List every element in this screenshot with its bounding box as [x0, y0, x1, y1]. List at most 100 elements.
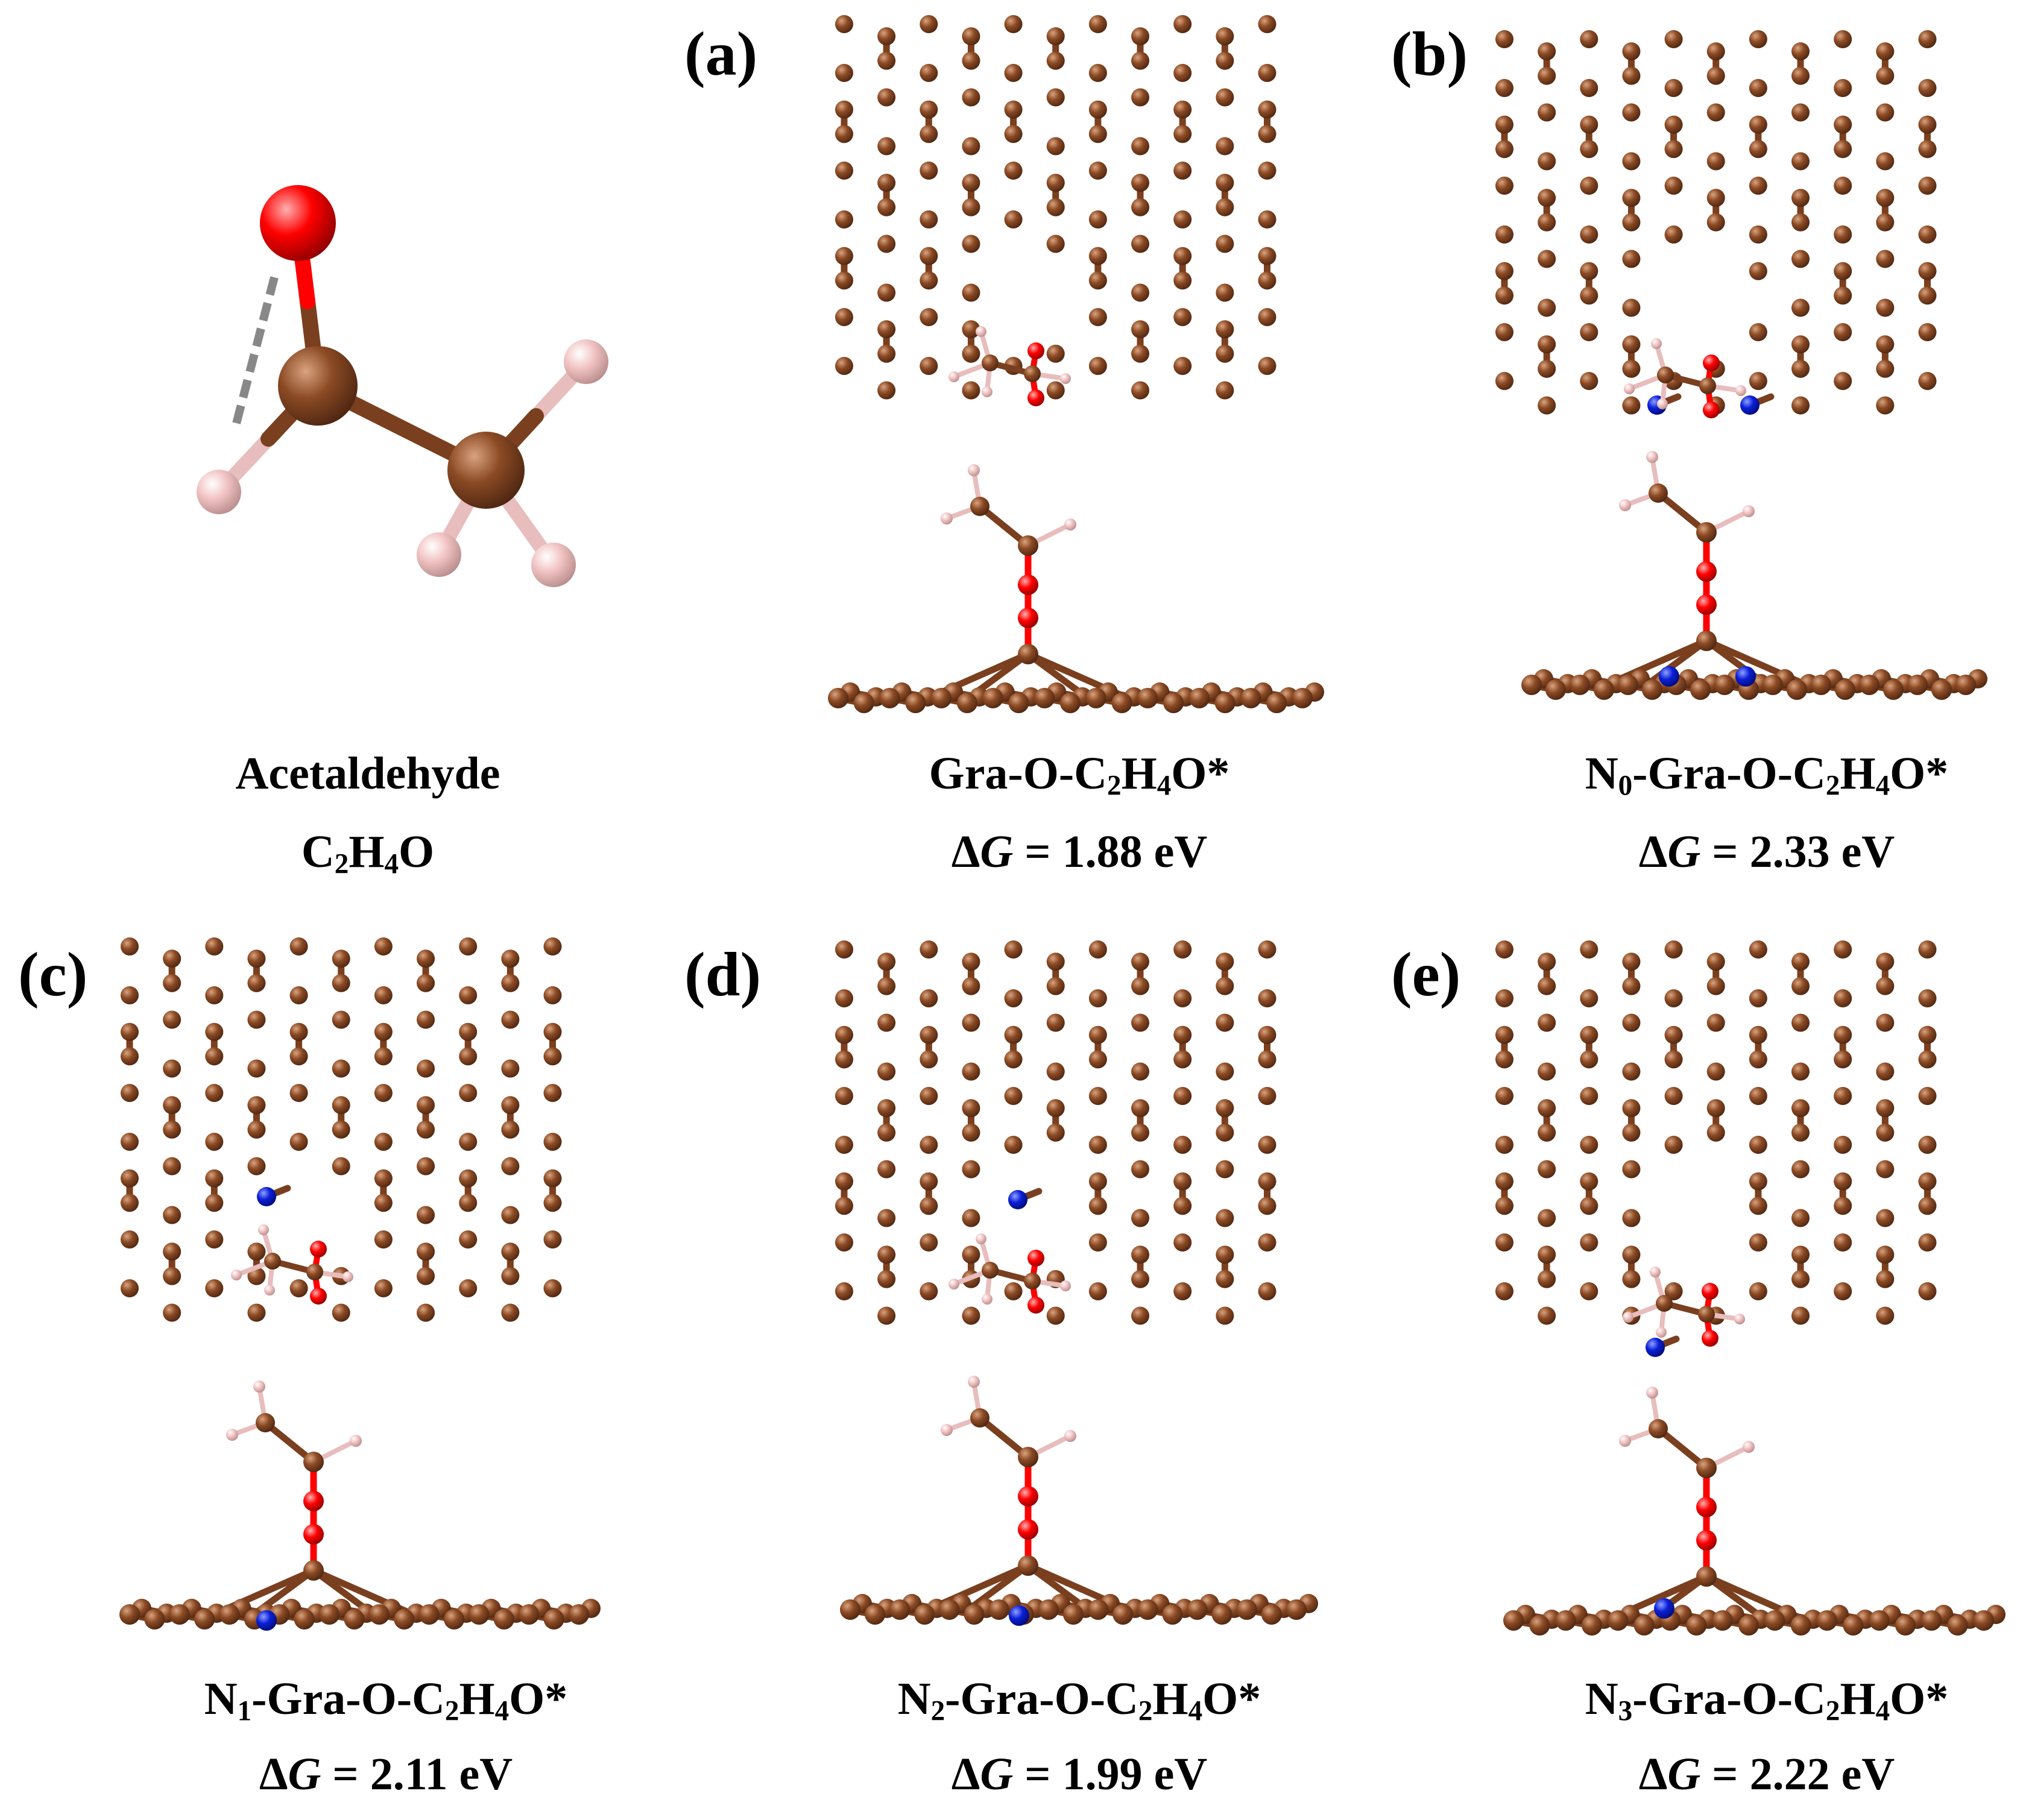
- panel-c-graphene-top: [121, 937, 562, 1322]
- carbon-atom: [877, 198, 896, 216]
- carbon-atom: [1004, 125, 1023, 143]
- carbon-atom: [1088, 1599, 1109, 1620]
- nitrogen-atom: [1740, 395, 1759, 415]
- carbon-atom: [121, 1133, 139, 1151]
- carbon-atom: [1696, 631, 1717, 651]
- carbon-atom: [920, 247, 938, 265]
- carbon-atom: [1791, 335, 1810, 354]
- carbon-atom: [374, 986, 393, 1004]
- carbon-atom: [920, 271, 938, 290]
- carbon-atom: [1791, 103, 1810, 122]
- panel-d-adsorbate-top: [948, 1233, 1071, 1314]
- carbon-atom: [1538, 213, 1556, 231]
- molecule-name: Acetaldehyde: [235, 748, 500, 799]
- carbon-atom: [1876, 1245, 1895, 1264]
- carbon-atom: [1088, 940, 1107, 959]
- carbon-atom: [1570, 675, 1590, 695]
- hydrogen-atom: [948, 1279, 959, 1289]
- carbon-atom: [1706, 1013, 1725, 1032]
- carbon-atom: [1876, 1013, 1895, 1032]
- carbon-atom: [1236, 1599, 1257, 1620]
- carbon-atom: [877, 1245, 896, 1264]
- carbon-atom: [1131, 1062, 1150, 1081]
- carbon-atom: [289, 986, 308, 1004]
- carbon-atom: [1895, 1615, 1916, 1636]
- carbon-atom: [1706, 152, 1725, 171]
- carbon-atom: [1835, 679, 1855, 700]
- carbon-atom: [194, 1609, 215, 1629]
- carbon-atom: [1004, 1025, 1023, 1044]
- carbon-atom: [1495, 115, 1513, 134]
- carbon-atom: [1495, 940, 1513, 959]
- carbon-atom: [1088, 1087, 1107, 1105]
- carbon-atom: [1622, 189, 1641, 207]
- carbon-atom: [1883, 679, 1904, 700]
- carbon-atom: [417, 1059, 435, 1078]
- carbon-atom: [1538, 42, 1556, 61]
- panel-e-delta-g: ΔG = 2.22 eV: [1638, 1749, 1895, 1800]
- carbon-atom: [1918, 940, 1937, 959]
- carbon-atom: [1046, 51, 1065, 70]
- carbon-atom: [1622, 250, 1641, 268]
- carbon-atom: [1495, 30, 1513, 48]
- carbon-atom: [1060, 693, 1081, 713]
- carbon-atom: [374, 1022, 393, 1041]
- carbon-atom: [1495, 286, 1513, 305]
- carbon-atom: [1088, 125, 1107, 143]
- carbon-atom: [1622, 1062, 1641, 1081]
- carbon-atom: [1131, 953, 1150, 971]
- carbon-atom: [1876, 953, 1895, 971]
- carbon-atom: [501, 1267, 520, 1285]
- carbon-atom: [877, 1160, 896, 1179]
- carbon-atom: [1764, 1610, 1785, 1631]
- carbon-atom: [1622, 1270, 1641, 1288]
- carbon-atom: [1918, 225, 1937, 244]
- carbon-atom: [1188, 688, 1210, 708]
- carbon-atom: [835, 1172, 853, 1191]
- carbon-atom: [1834, 1233, 1852, 1252]
- carbon-atom: [1834, 1197, 1852, 1215]
- carbon-atom: [1258, 357, 1277, 375]
- hydrogen-atom: [417, 532, 461, 577]
- carbon-atom: [1580, 1025, 1599, 1044]
- carbon-atom: [920, 940, 938, 959]
- carbon-atom: [205, 1133, 224, 1151]
- carbon-atom: [1749, 30, 1767, 48]
- panel-a-delta-g: ΔG = 1.88 eV: [951, 827, 1208, 877]
- carbon-atom: [1696, 1458, 1717, 1478]
- carbon-atom: [1088, 100, 1107, 119]
- carbon-atom: [962, 344, 980, 363]
- carbon-atom: [835, 1050, 853, 1069]
- carbon-atom: [121, 1047, 139, 1066]
- carbon-atom: [1004, 1087, 1023, 1105]
- carbon-atom: [1216, 1270, 1234, 1288]
- carbon-atom: [1173, 162, 1192, 180]
- nitrogen-atom: [1009, 1605, 1029, 1626]
- carbon-atom: [1706, 1123, 1725, 1142]
- nitrogen-atom: [1659, 666, 1679, 687]
- carbon-atom: [1738, 1615, 1759, 1636]
- carbon-atom: [1622, 335, 1641, 354]
- oxygen-atom: [1696, 1497, 1717, 1517]
- panel-letter-b: (b): [1391, 19, 1468, 89]
- carbon-atom: [374, 1169, 393, 1188]
- carbon-atom: [1538, 359, 1556, 378]
- carbon-atom: [501, 1242, 520, 1261]
- carbon-atom: [877, 953, 896, 971]
- carbon-atom: [1258, 100, 1277, 119]
- carbon-atom: [1555, 1610, 1576, 1631]
- carbon-atom: [1018, 535, 1038, 556]
- carbon-atom: [920, 1087, 938, 1105]
- hydrogen-atom: [941, 1424, 953, 1436]
- carbon-atom: [982, 1262, 999, 1279]
- carbon-atom: [1608, 1610, 1629, 1631]
- bond: [976, 503, 1032, 549]
- carbon-atom: [1131, 1099, 1150, 1118]
- carbon-atom: [1622, 1209, 1641, 1227]
- carbon-atom: [344, 1609, 365, 1629]
- carbon-atom: [417, 1010, 435, 1029]
- carbon-atom: [1131, 27, 1150, 46]
- carbon-atom: [1876, 1270, 1895, 1288]
- carbon-atom: [1495, 1087, 1513, 1105]
- carbon-atom: [1495, 372, 1513, 390]
